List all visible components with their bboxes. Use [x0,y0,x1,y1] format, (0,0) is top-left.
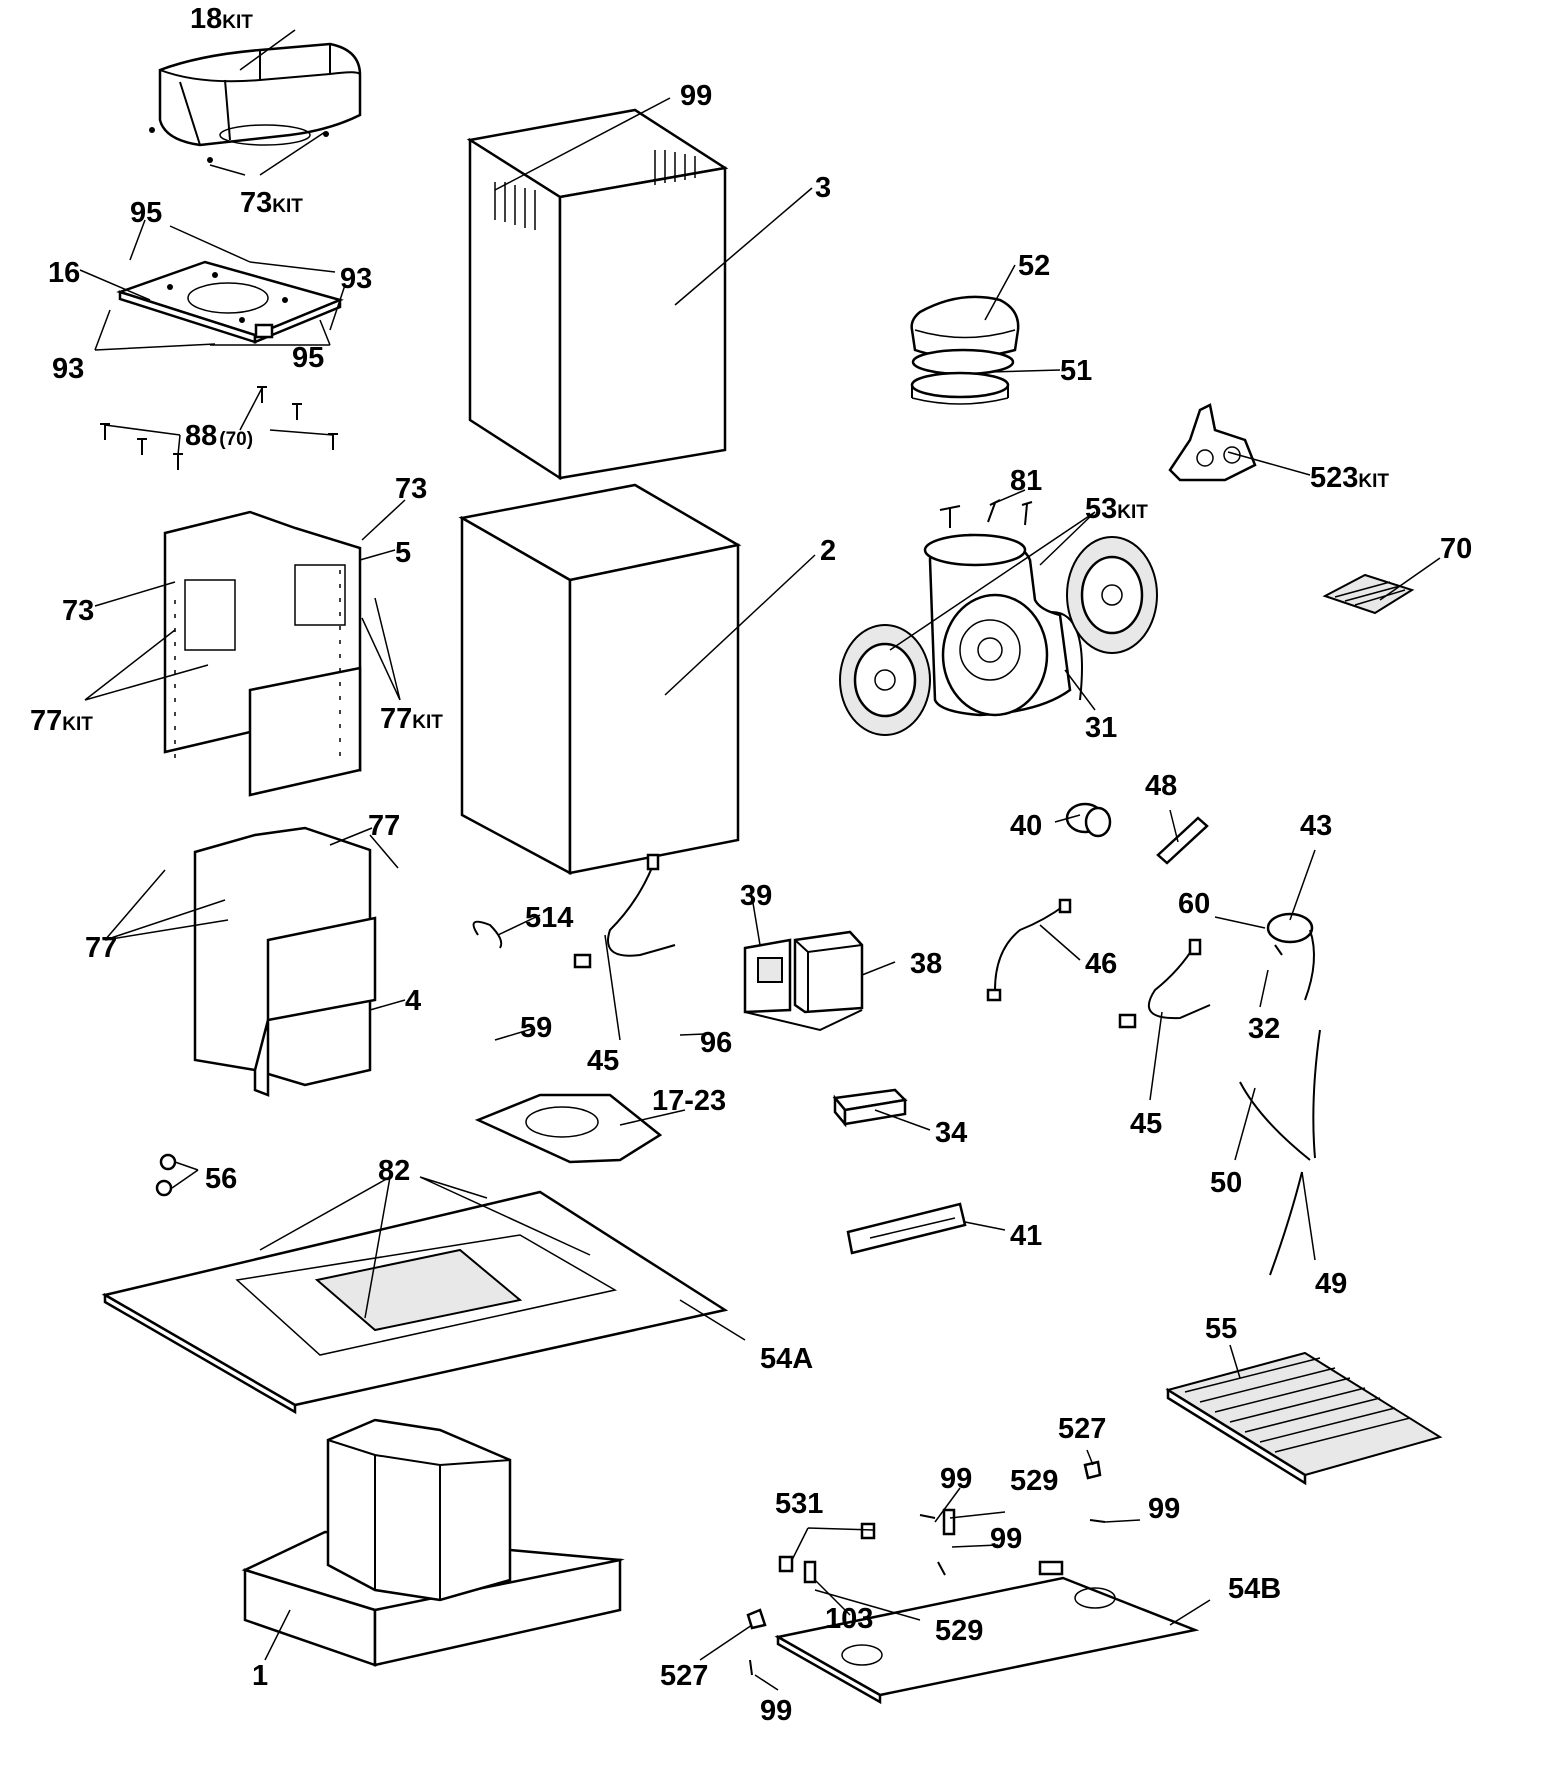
part-capacitor [1065,802,1112,838]
callout-529: 529 [1010,1465,1058,1497]
callout-70: 70 [1440,533,1472,565]
part-nuts-56 [155,1153,177,1197]
leader-lines [79,29,1441,1691]
part-upper-chimney [466,108,729,481]
callout-45: 45 [1130,1108,1162,1140]
part-canopy-base [241,1418,625,1667]
callout-46: 46 [1085,948,1117,980]
callout-55: 55 [1205,1313,1237,1345]
callout-39: 39 [740,880,772,912]
callout-1: 1 [252,1660,268,1692]
callout-51: 51 [1060,355,1092,387]
callout-41: 41 [1010,1220,1042,1252]
callout-77-kit: 77KIT [30,705,93,737]
part-wire-49 [1269,1171,1303,1276]
callout-43: 43 [1300,810,1332,842]
callout-527: 527 [660,1660,708,1692]
callout-96: 96 [700,1027,732,1059]
callout-99: 99 [760,1695,792,1727]
callout-18: 18KIT [190,3,253,35]
part-canopy-top [101,1190,729,1415]
callout-3: 3 [815,172,831,204]
part-control-panel [846,1202,967,1255]
callout-54a: 54A [760,1343,813,1375]
callout-73-kit: 73KIT [240,187,303,219]
callout-56: 56 [205,1163,237,1195]
part-lower-bracket [193,826,377,1097]
part-48 [1156,816,1209,865]
callout-31: 31 [1085,712,1117,744]
callout-99: 99 [990,1523,1022,1555]
part-523-kit [1168,403,1257,482]
callout-labels: 18KIT 73KIT 99 3 95 16 93 93 95 88(70) 5… [30,3,1472,1727]
part-gasket [474,1093,663,1164]
part-upper-bracket [163,510,362,797]
part-duct-transition [149,42,362,163]
callout-514: 514 [525,902,573,934]
part-wire-50 [1239,1029,1321,1161]
callout-531: 531 [775,1488,823,1520]
part-lower-chimney [458,483,742,876]
callout-77: 77 [85,932,117,964]
part-small-hardware [746,1460,1106,1676]
callout-99: 99 [680,80,712,112]
part-wire-harness-46 [986,898,1072,1002]
callout-77: 77 [368,810,400,842]
callout-60: 60 [1178,888,1210,920]
part-blower-assembly [839,533,1158,736]
callout-2: 2 [820,535,836,567]
part-transformer-bracket [743,930,864,1032]
callout-77-kit: 77KIT [380,703,443,735]
callout-34: 34 [935,1117,967,1149]
part-wire-harness-45b [1118,938,1211,1029]
callout-45: 45 [587,1045,619,1077]
callout-5: 5 [395,537,411,569]
callout-93: 93 [52,353,84,385]
callout-88: 88(70) [185,420,253,452]
part-charcoal-pad [1322,573,1415,615]
callout-32: 32 [1248,1013,1280,1045]
part-grease-filter [1165,1351,1443,1486]
callout-48: 48 [1145,770,1177,802]
callout-82: 82 [378,1155,410,1187]
callout-523-kit: 523KIT [1310,462,1389,494]
part-mounting-plate [116,260,344,344]
callout-4: 4 [405,985,421,1017]
part-wire-harness-45a [573,853,676,969]
callout-38: 38 [910,948,942,980]
callout-54b: 54B [1228,1573,1281,1605]
callout-95: 95 [130,197,162,229]
callout-73: 73 [62,595,94,627]
callout-50: 50 [1210,1167,1242,1199]
callout-59: 59 [520,1012,552,1044]
callout-529: 529 [935,1615,983,1647]
part-thermostat [1266,912,1315,1001]
callout-527: 527 [1058,1413,1106,1445]
part-damper [910,295,1020,405]
callout-49: 49 [1315,1268,1347,1300]
callout-99: 99 [940,1463,972,1495]
part-screws-81 [939,499,1033,528]
callout-17-23: 17-23 [652,1085,726,1117]
callout-52: 52 [1018,250,1050,282]
callout-40: 40 [1010,810,1042,842]
callout-95: 95 [292,342,324,374]
callout-81: 81 [1010,465,1042,497]
callout-103: 103 [825,1603,873,1635]
callout-73: 73 [395,473,427,505]
part-34 [832,1088,908,1128]
callout-93: 93 [340,263,372,295]
part-514 [472,920,503,949]
callout-99: 99 [1148,1493,1180,1525]
callout-53-kit: 53KIT [1085,493,1148,525]
callout-16: 16 [48,257,80,289]
part-bottom-panel [774,1560,1200,1705]
